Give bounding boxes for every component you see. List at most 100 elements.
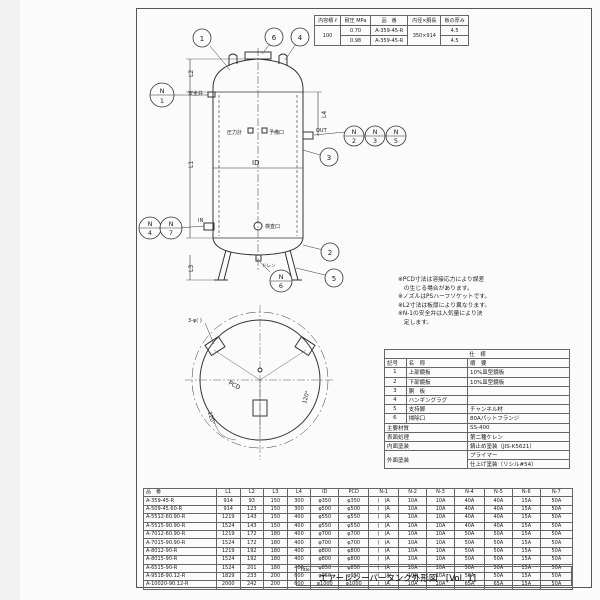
plan-center-mark [257,367,263,373]
label-spare-port: 予備口 [269,129,284,136]
dim-cell: φ700 [310,538,340,548]
dim-cell: 400 [286,529,312,540]
dim-cell: A-359-45-R [143,496,217,506]
outer-coating-value: プライマー [467,450,570,461]
parts-name: 上部鏡板 [405,367,469,378]
dim-cell: 40A [453,496,485,506]
parts-name: ハンギングラグ [405,394,469,406]
nozzle-n1-bottom: 1 [160,97,164,105]
balloon-6 [264,27,284,47]
dim-cell: 1219 [215,546,241,557]
balloon-5 [324,268,344,288]
dim-cell: 40A [483,504,513,515]
parts-name: 下部鏡板 [405,376,469,387]
leader-5 [295,267,326,276]
dim-cell: φ550 [338,513,370,523]
dim-cell: 15A [511,521,541,531]
dim-cell: 10A [426,546,455,557]
dim-header-cell: N-3 [426,487,455,498]
dim-cell: φ350 [310,496,340,506]
dim-cell: 233 [239,571,265,582]
parts-note: チャンネル材 [467,404,570,415]
dim-cell: 10A [426,538,455,548]
parts-note [467,394,570,406]
label-bolt-holes: 3-φ( ) [188,318,202,324]
parts-header-row: 記号 名 称 摘 要 [384,358,570,369]
dim-cell: 50A [539,538,574,548]
dim-cell: 10A [398,529,428,540]
in-nozzle [203,222,215,231]
nozzle-n2-bottom: 2 [352,137,356,145]
label-pressure-gauge: 圧力計 [227,129,242,136]
parts-no: 2 [384,376,407,387]
hanging-lug-left [228,53,238,66]
dim-cell: 50A [539,529,574,540]
dim-cell: 1524 [215,521,241,531]
dim-cell: 50A [483,555,513,565]
dim-cell: 50A [453,555,485,565]
dim-cell: 10A [426,555,455,565]
parts-note: 10%皿型鏡板 [467,376,570,387]
dim-cell: 40A [453,504,485,515]
dim-cell: 1524 [215,563,241,573]
note-line: ※ノズルはPSハーフソケットです。 [398,294,491,301]
dim-cell: 50A [539,546,574,557]
spec-pressure: 0.98 [340,35,371,46]
dim-cell: φ700 [338,538,370,548]
dim-cell: 10A [398,546,428,557]
dim-cell: 180 [263,563,288,573]
dim-cell: 180 [263,555,288,565]
parts-no: 5 [384,404,407,415]
dim-cell: 93 [239,496,265,506]
dim-cell: ( )A [368,513,400,523]
dim-header-cell: N-2 [398,487,428,498]
dim-cell: A-5512-60.90-R [143,513,217,523]
dim-cell: 50A [539,513,574,523]
dim-cell: φ500 [310,504,340,515]
surface-value: 第二種ケレン [467,431,570,442]
dim-cell: 50A [483,538,513,548]
label-pcd: PCD [227,380,242,392]
dim-cell: 180 [263,538,288,548]
out-nozzle [302,131,314,140]
nozzle-n7-bottom: 7 [169,229,173,237]
parts-no: 6 [384,413,407,424]
dim-cell: 10A [398,504,428,515]
dim-cell: ( )A [368,580,400,590]
dim-cell: 50A [539,555,574,565]
dim-cell: 15A [511,546,541,557]
dim-cell: 50A [539,521,574,531]
dim-cell: A-6515-90-R [143,563,217,573]
note-line: ※L2寸法は板厚により異なります。 [398,302,491,309]
parts-extra-row: 仕上げ塗装（リシル#54） [385,459,570,470]
dim-cell: φ500 [338,504,370,515]
dim-cell: 50A [453,538,485,548]
safety-valve-nozzle [207,91,216,98]
dim-cell: 10A [426,513,455,523]
dim-header-cell: L2 [239,487,265,498]
dim-header-cell: L4 [286,487,312,498]
dim-header-cell: ID [310,487,340,498]
dim-cell: φ800 [338,546,370,557]
dim-cell: 914 [215,504,241,515]
parts-extra-row: 内面塗装錆止め塗装（JIS-K5621） [383,440,570,452]
nozzle-n6-bottom: 6 [279,282,283,290]
plan-leg-pad-3 [252,399,268,417]
dim-cell: A-10020-90.12-R [143,580,217,590]
dim-cell: 1524 [215,555,241,565]
dim-cell: 150 [263,496,288,506]
dim-cell: ( )A [368,555,400,565]
parts-note: 10%皿型鏡板 [467,367,570,378]
balloon-4 [290,27,310,47]
tank-outline [212,58,304,256]
